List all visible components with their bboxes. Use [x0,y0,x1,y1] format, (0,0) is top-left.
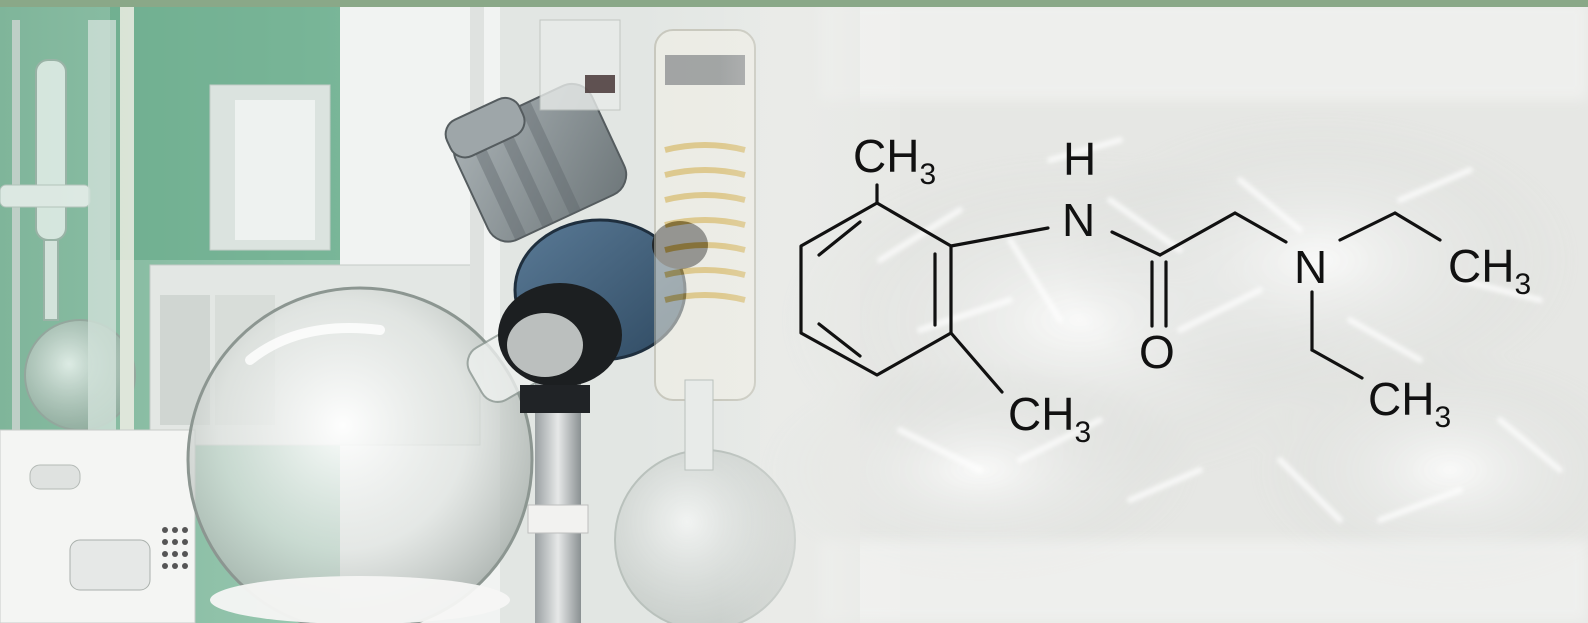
atom-label-carbonyl-oxygen: O [1139,326,1175,378]
atom-label-right-methyl: CH3 [1448,240,1531,301]
atom-label-amide-hydrogen: H [1063,133,1096,185]
atom-label-amide-nitrogen: N [1062,194,1095,246]
bond-lines [799,183,1442,394]
atom-label-amine-nitrogen: N [1294,241,1327,293]
atom-label-bottom-methyl: CH3 [1008,388,1091,449]
top-accent-bar [0,0,1588,7]
atom-label-lower-right-methyl: CH3 [1368,373,1451,434]
atom-label-top-methyl: CH3 [853,130,936,191]
